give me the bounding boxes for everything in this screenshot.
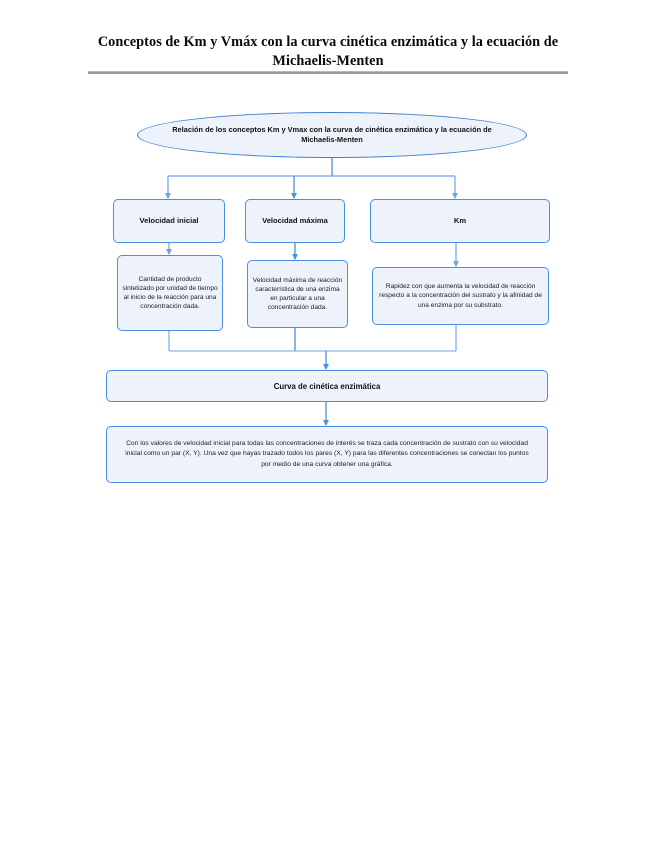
node-km[interactable]: Km (370, 199, 550, 243)
title-divider (88, 71, 568, 74)
node-velocidad-inicial[interactable]: Velocidad inicial (113, 199, 225, 243)
node-detalle-velocidad-inicial[interactable]: Cantidad de producto sintetizado por uni… (117, 255, 223, 331)
node-curva-label: Curva de cinética enzimática (273, 381, 381, 391)
node-root-ellipse[interactable]: Relación de los conceptos Km y Vmax con … (137, 112, 527, 158)
node-velocidad-inicial-label: Velocidad inicial (139, 216, 199, 225)
page-title: Conceptos de Km y Vmáx con la curva ciné… (97, 34, 559, 69)
node-detalle-velocidad-maxima[interactable]: Velocidad máxima de reacción característ… (247, 260, 348, 328)
node-procedimiento-label: Con los valores de velocidad inicial par… (125, 439, 529, 468)
node-detalle-km-label: Rapidez con que aumenta la velocidad de … (379, 283, 542, 309)
node-velocidad-maxima-label: Velocidad máxima (262, 216, 328, 225)
node-procedimiento-grafica[interactable]: Con los valores de velocidad inicial par… (106, 426, 548, 483)
node-velocidad-maxima[interactable]: Velocidad máxima (245, 199, 345, 243)
node-km-label: Km (453, 216, 467, 225)
node-curva-cinetica-enzimatica[interactable]: Curva de cinética enzimática (106, 370, 548, 402)
node-detalle-velocidad-inicial-label: Cantidad de producto sintetizado por uni… (122, 275, 218, 311)
node-detalle-km[interactable]: Rapidez con que aumenta la velocidad de … (372, 267, 549, 325)
node-root-label: Relación de los conceptos Km y Vmax con … (172, 124, 492, 145)
node-detalle-velocidad-maxima-label: Velocidad máxima de reacción característ… (252, 276, 343, 312)
